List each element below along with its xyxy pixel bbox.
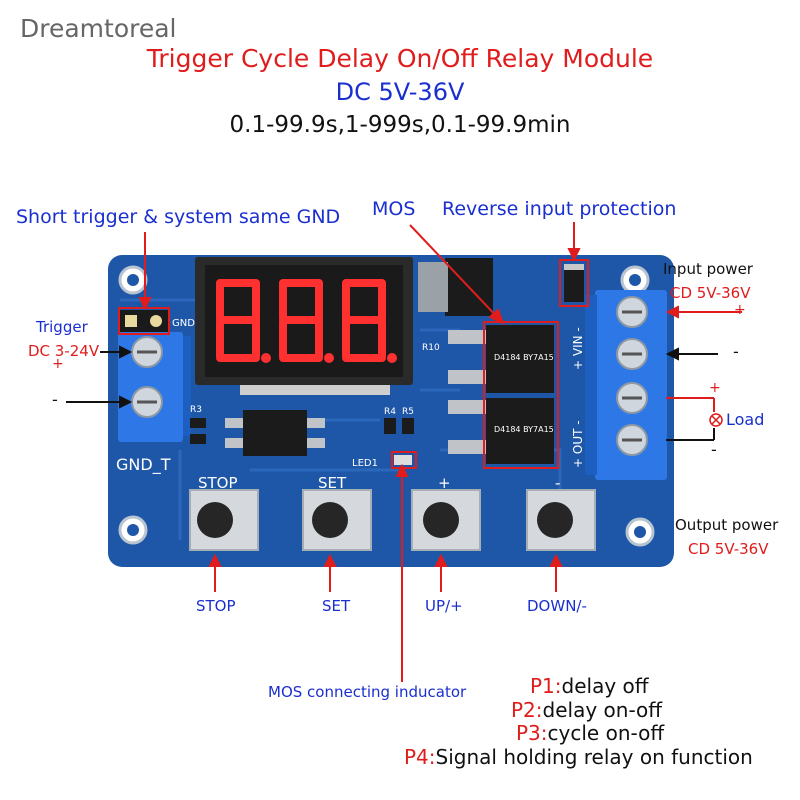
short-trigger-callout: Short trigger & system same GND <box>16 206 341 228</box>
mos-highlight-box <box>483 321 559 469</box>
load-plus-sign: + <box>709 380 721 396</box>
silk-r3: R3 <box>190 405 202 415</box>
stop-label: STOP <box>196 597 236 615</box>
mode-p4-code: P4: <box>404 745 436 769</box>
mounting-holes <box>118 265 655 547</box>
optocoupler-chip <box>225 410 325 456</box>
output-power-callout: Output power <box>675 516 779 534</box>
silk-r10: R10 <box>422 343 440 353</box>
silk-set: SET <box>318 474 347 492</box>
mos-indicator-callout: MOS connecting inducator <box>268 683 467 701</box>
input-plus-sign: + <box>734 302 746 318</box>
button-stop-switch <box>189 489 259 551</box>
mos-chip-2 <box>448 398 554 464</box>
mode-p3-text: cycle on-off <box>547 721 665 745</box>
mos-line <box>409 224 501 321</box>
mode-p1: P1:delay off <box>530 674 649 698</box>
mode-p2: P2:delay on-off <box>511 698 662 722</box>
trigger-voltage-callout: DC 3-24V <box>28 342 100 360</box>
product-title: Trigger Cycle Delay On/Off Relay Module <box>146 44 654 73</box>
silk-vin: + VIN - <box>571 327 585 370</box>
silk-plus: + <box>438 474 451 492</box>
power-terminal <box>585 290 667 480</box>
gnd-jumper-pads <box>118 310 168 332</box>
input-power-callout: Input power <box>663 260 753 278</box>
mode-p1-code: P1: <box>530 674 562 698</box>
mode-p4: P4:Signal holding relay on function <box>404 745 753 769</box>
trigger-terminal <box>118 332 191 442</box>
trigger-minus-sign: - <box>52 390 58 409</box>
mode-p4-text: Signal holding relay on function <box>435 745 753 769</box>
input-minus-sign: - <box>733 342 739 361</box>
silk-led1: LED1 <box>352 458 378 469</box>
regulator-chip <box>418 258 493 316</box>
silk-gnd: GND <box>172 318 195 329</box>
down-label: DOWN/- <box>527 597 587 615</box>
mode-p1-text: delay off <box>561 674 649 698</box>
mos-callout: MOS <box>372 198 416 220</box>
output-voltage-callout: CD 5V-36V <box>688 540 769 558</box>
voltage-subtitle: DC 5V-36V <box>335 78 465 106</box>
input-voltage-callout: CD 5V-36V <box>670 284 751 302</box>
silk-out: + OUT - <box>571 420 585 468</box>
trigger-plus-sign: + <box>52 356 64 372</box>
protection-diode <box>564 264 584 302</box>
silk-r5: R5 <box>402 407 414 417</box>
mode-p2-text: delay on-off <box>542 698 663 722</box>
seven-segment-display <box>195 257 413 395</box>
mode-p3-code: P3: <box>516 721 548 745</box>
set-label: SET <box>322 597 351 615</box>
trigger-callout: Trigger <box>36 318 88 336</box>
load-callout: Load <box>726 410 765 429</box>
button-set-switch <box>302 489 372 551</box>
button-down-switch <box>526 489 596 551</box>
mos-chip-1 <box>448 325 554 393</box>
smd-resistors <box>190 418 414 465</box>
silk-stop: STOP <box>198 474 238 492</box>
load-minus-sign: - <box>711 440 717 459</box>
watermark: Dreamtoreal <box>20 14 177 43</box>
mos-chip-1-label: D4184 BY7A15 <box>494 353 554 362</box>
silk-gnd-t: GND_T <box>116 455 171 475</box>
time-range: 0.1-99.9s,1-999s,0.1-99.9min <box>229 112 571 138</box>
button-up-switch <box>411 489 481 551</box>
silk-minus: - <box>555 474 560 492</box>
mode-p2-code: P2: <box>511 698 543 722</box>
mode-p3: P3:cycle on-off <box>516 721 664 745</box>
up-label: UP/+ <box>425 597 463 615</box>
reverse-protection-callout: Reverse input protection <box>442 198 677 220</box>
silk-r4: R4 <box>384 407 396 417</box>
mos-chip-2-label: D4184 BY7A15 <box>494 425 554 434</box>
